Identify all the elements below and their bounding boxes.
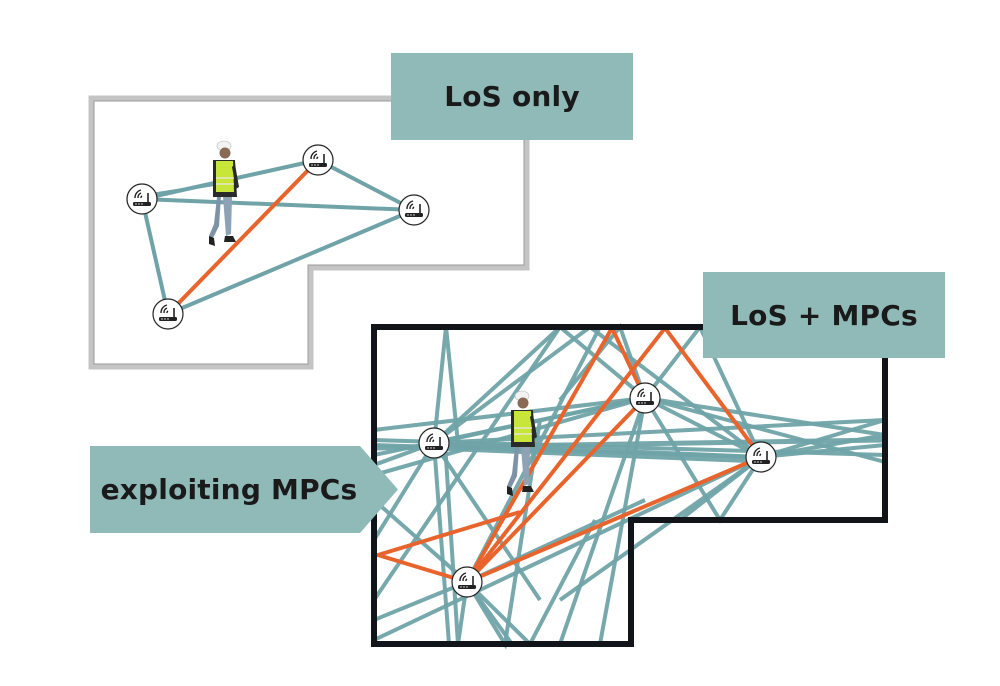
- mpc-link: [432, 442, 451, 645]
- mpc-link: [372, 325, 562, 602]
- los-only-label: LoS only: [391, 53, 633, 140]
- los-mpcs-floorplan: [371, 322, 888, 650]
- mpc-link: [373, 455, 762, 642]
- mpc-link: [373, 580, 468, 622]
- los-link: [141, 197, 415, 212]
- arrow-shape-icon: [90, 446, 398, 533]
- wifi-router-icon: [398, 194, 430, 226]
- highlight-link: [166, 158, 320, 316]
- mpc-link: [373, 438, 886, 457]
- los-mpcs-label: LoS + MPCs: [703, 272, 945, 358]
- exploiting-mpcs-arrow: exploiting MPCs: [90, 446, 398, 533]
- highlight-link: [465, 396, 647, 584]
- los-only-text: LoS only: [444, 80, 580, 113]
- wifi-router-icon: [629, 382, 661, 414]
- mpc-link: [373, 437, 886, 451]
- los-mpcs-text: LoS + MPCs: [730, 298, 918, 332]
- los-link: [167, 208, 415, 316]
- mpc-links: [372, 322, 886, 650]
- wifi-router-icon: [418, 427, 450, 459]
- wifi-router-icon: [745, 441, 777, 473]
- highlight-link: [371, 510, 521, 584]
- wifi-router-icon: [302, 144, 334, 176]
- highlight-link: [466, 455, 762, 584]
- los-link: [317, 158, 415, 212]
- wifi-router-icon: [126, 183, 158, 215]
- mpc-link: [433, 443, 762, 464]
- los-only-floorplan: [88, 95, 530, 370]
- wifi-router-icon: [152, 298, 184, 330]
- mpc-link: [558, 455, 763, 602]
- exploiting-mpcs-text: exploiting MPCs: [100, 473, 358, 506]
- wifi-router-icon: [451, 566, 483, 598]
- los-link: [140, 198, 170, 315]
